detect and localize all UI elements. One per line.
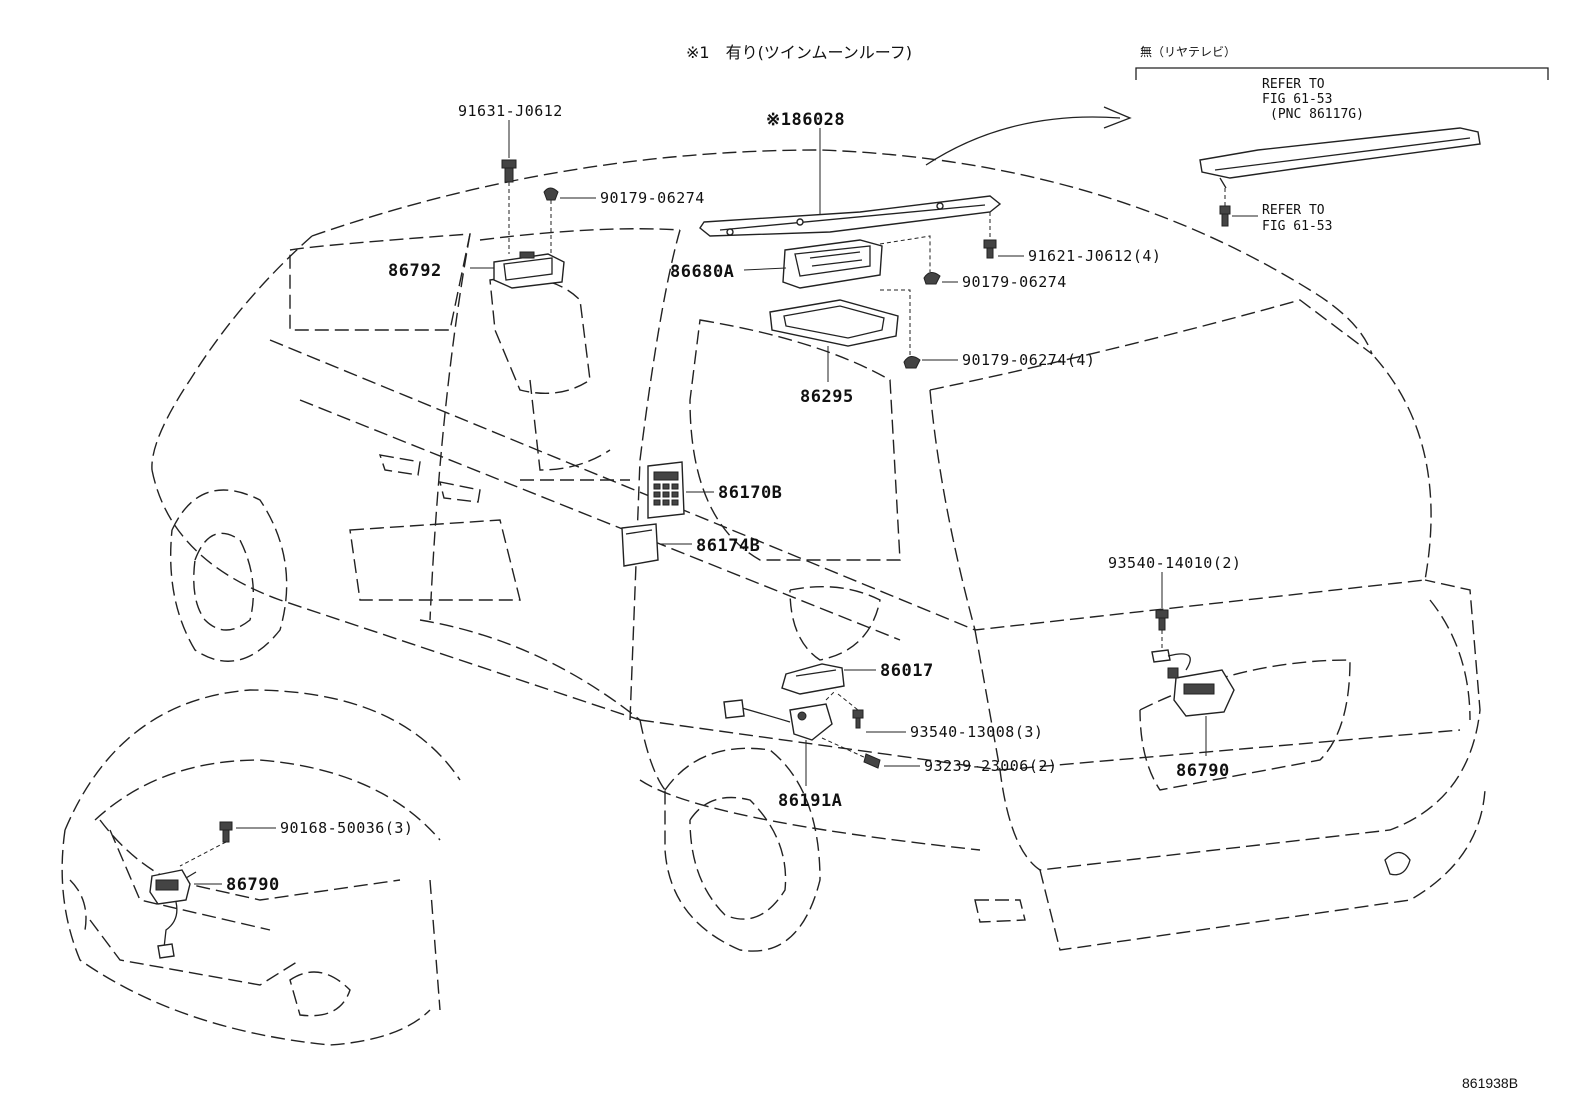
- clip-90179-b: [923, 272, 941, 285]
- overhead-rail-86028: [699, 195, 1002, 237]
- label-86174b: 86174B: [696, 536, 760, 556]
- refer-line-3: (PNC 86117G): [1270, 107, 1364, 122]
- label-93540-13008: 93540-13008(3): [910, 723, 1043, 741]
- rear-camera-86790: [1151, 649, 1235, 717]
- screw-93239: [821, 737, 881, 769]
- label-93540-14010: 93540-14010(2): [1108, 554, 1241, 572]
- label-86790-front: 86790: [226, 875, 280, 895]
- remote-control-86170b: [647, 461, 685, 519]
- label-86792: 86792: [388, 261, 442, 281]
- label-86028: ※186028: [766, 110, 845, 130]
- rear-tv-rail: [1199, 127, 1481, 227]
- label-90179-b: 90179-06274: [962, 273, 1067, 291]
- variant-note: ※1 有り(ツインムーンルーフ): [686, 43, 912, 62]
- assembly-lines: [879, 235, 931, 358]
- refer-line-2: FIG 61-53: [1262, 92, 1332, 107]
- label-86191a: 86191A: [778, 791, 842, 811]
- label-86680a: 86680A: [670, 262, 734, 282]
- console-bezel-86295: [769, 299, 899, 347]
- label-90179-c: 90179-06274(4): [962, 351, 1095, 369]
- label-90168: 90168-50036(3): [280, 819, 413, 837]
- label-86170b: 86170B: [718, 483, 782, 503]
- label-86017: 86017: [880, 661, 934, 681]
- rear-tv-bracket: [1135, 67, 1549, 80]
- side-camera-86191a: [723, 689, 837, 741]
- screw-91621: [983, 212, 997, 259]
- overhead-console-86680a: [782, 239, 883, 289]
- clip-90179-c: [903, 356, 921, 369]
- label-90179-a: 90179-06274: [600, 189, 705, 207]
- leader-86680a: [743, 267, 787, 271]
- screw-93540-14010: [1155, 609, 1169, 650]
- screw-90168: [179, 821, 233, 867]
- figure-code: 861938B: [1462, 1075, 1518, 1091]
- label-86295: 86295: [800, 387, 854, 407]
- label-91631: 91631-J0612: [458, 102, 563, 120]
- front-view-outline: [61, 689, 461, 1046]
- vehicle-outline: [151, 149, 1486, 952]
- label-91621: 91621-J0612(4): [1028, 247, 1161, 265]
- variant-arrow: [925, 116, 1121, 166]
- refer-line-1: REFER TO: [1262, 77, 1325, 92]
- remote-holder-86174b: [621, 523, 659, 567]
- refer2-line-2: FIG 61-53: [1262, 219, 1332, 234]
- antenna-module-86792: [493, 251, 565, 289]
- rear-tv-note: 無（リヤテレビ）: [1140, 44, 1236, 59]
- front-camera-86790: [149, 869, 197, 959]
- camera-cover-86017: [781, 663, 845, 695]
- label-86790-rear: 86790: [1176, 761, 1230, 781]
- screw-91631: [501, 159, 517, 254]
- clip-90179-a: [543, 187, 559, 254]
- refer2-line-1: REFER TO: [1262, 203, 1325, 218]
- label-93239: 93239-23006(2): [924, 757, 1057, 775]
- screw-93540-13008: [837, 693, 864, 729]
- variant-arrow-head: [1103, 106, 1132, 129]
